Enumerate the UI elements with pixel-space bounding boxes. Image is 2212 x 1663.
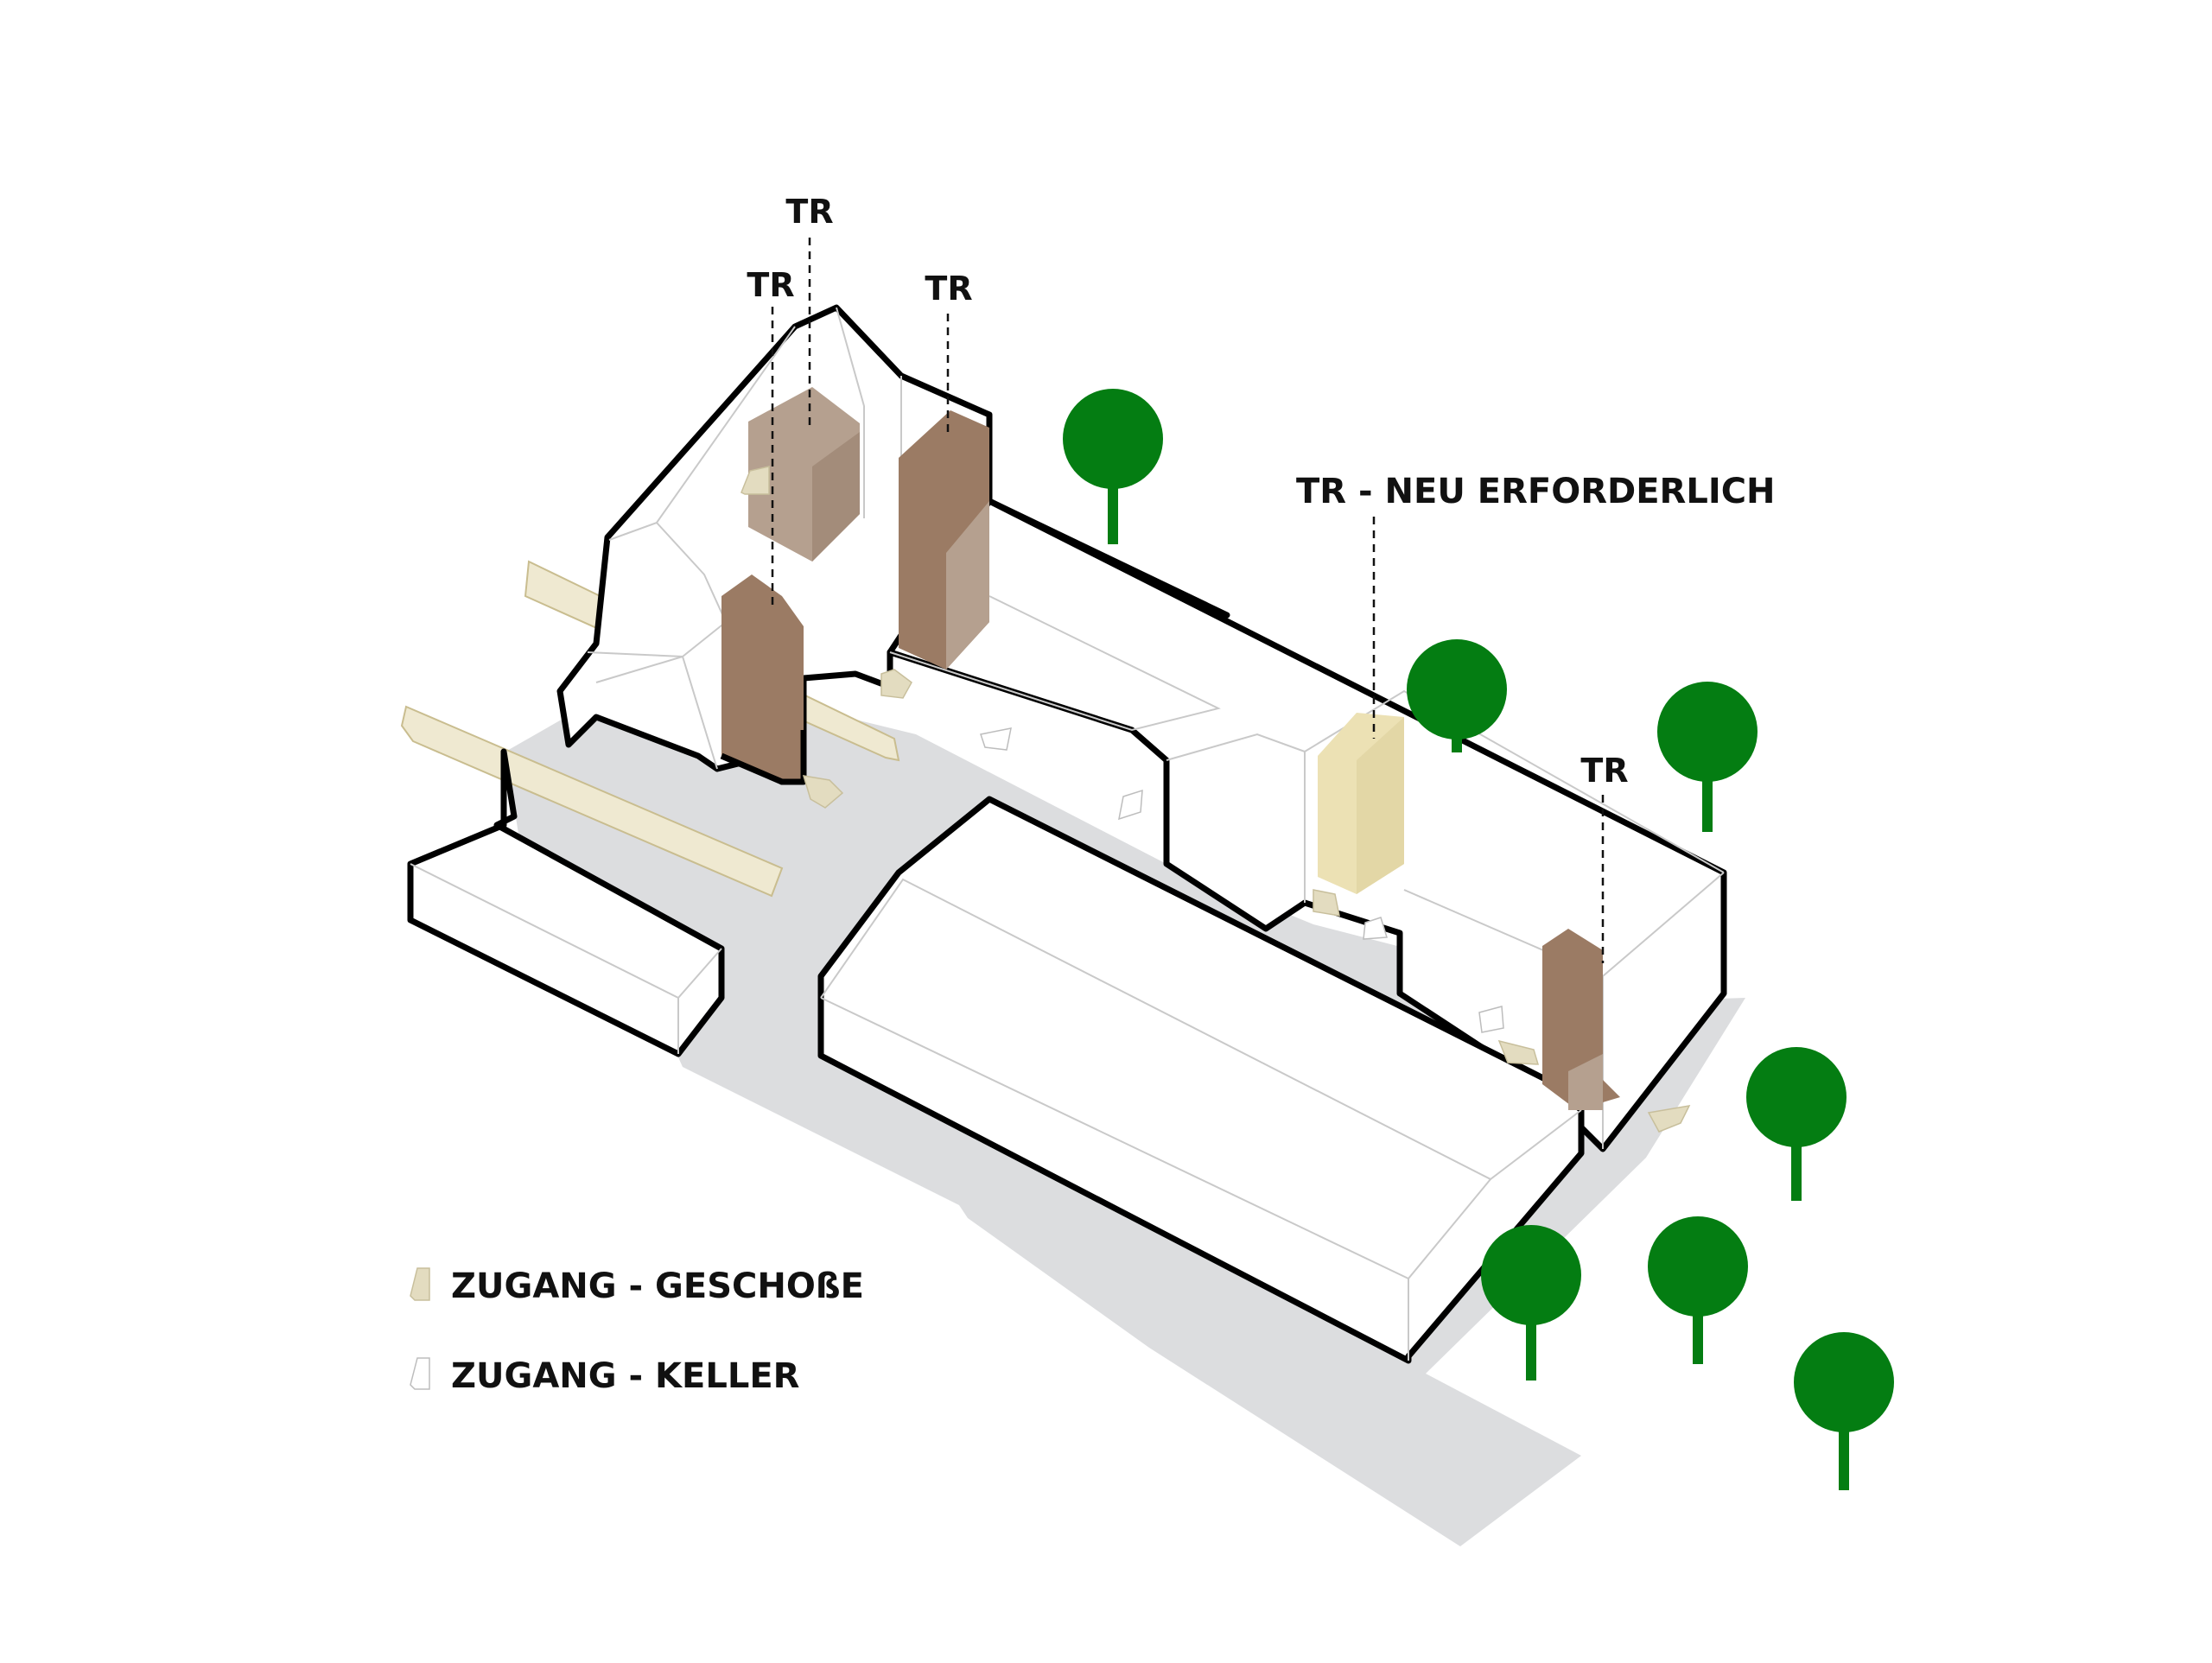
label-stair-new: TR - NEU ERFORDERLICH [1296, 472, 1776, 511]
stair-tower-e [1542, 929, 1620, 1110]
access-marker-floors-5 [1497, 1039, 1540, 1065]
legend-label-floors: ZUGANG - GESCHOßE [451, 1266, 864, 1306]
label-stair-b: TR [925, 270, 972, 308]
tree-7 [1794, 1332, 1894, 1490]
access-marker-floors-4 [1313, 889, 1340, 917]
access-marker-basement-4 [1478, 1006, 1504, 1033]
tree-5 [1481, 1225, 1581, 1381]
legend: ZUGANG - GESCHOßE ZUGANG - KELLER [410, 1266, 864, 1396]
label-stair-e: TR [1580, 752, 1628, 790]
access-marker-floors-2 [880, 669, 912, 699]
stair-tower-c [720, 574, 807, 785]
tree-4 [1746, 1047, 1847, 1201]
tree-1 [1063, 389, 1163, 544]
access-marker-basement-1 [980, 727, 1012, 751]
access-marker-floors-1 [741, 466, 770, 495]
stair-tower-b [899, 410, 989, 670]
building-west-small [407, 748, 725, 1057]
legend-marker-basement [410, 1357, 430, 1390]
tree-2 [1407, 639, 1507, 752]
access-marker-floors-3 [802, 775, 844, 809]
access-marker-basement-3 [1363, 917, 1388, 940]
path-strip-west [400, 705, 784, 898]
label-stair-c: TR [747, 266, 794, 304]
legend-label-basement: ZUGANG - KELLER [451, 1356, 799, 1396]
label-stair-a: TR [785, 193, 833, 231]
tree-6 [1648, 1216, 1748, 1364]
stair-tower-new [1318, 713, 1404, 894]
access-marker-basement-2 [1118, 789, 1143, 821]
legend-marker-floors [410, 1267, 430, 1301]
stair-tower-a [748, 387, 860, 562]
access-marker-floors-6 [1647, 1105, 1691, 1133]
tree-3 [1657, 682, 1758, 832]
